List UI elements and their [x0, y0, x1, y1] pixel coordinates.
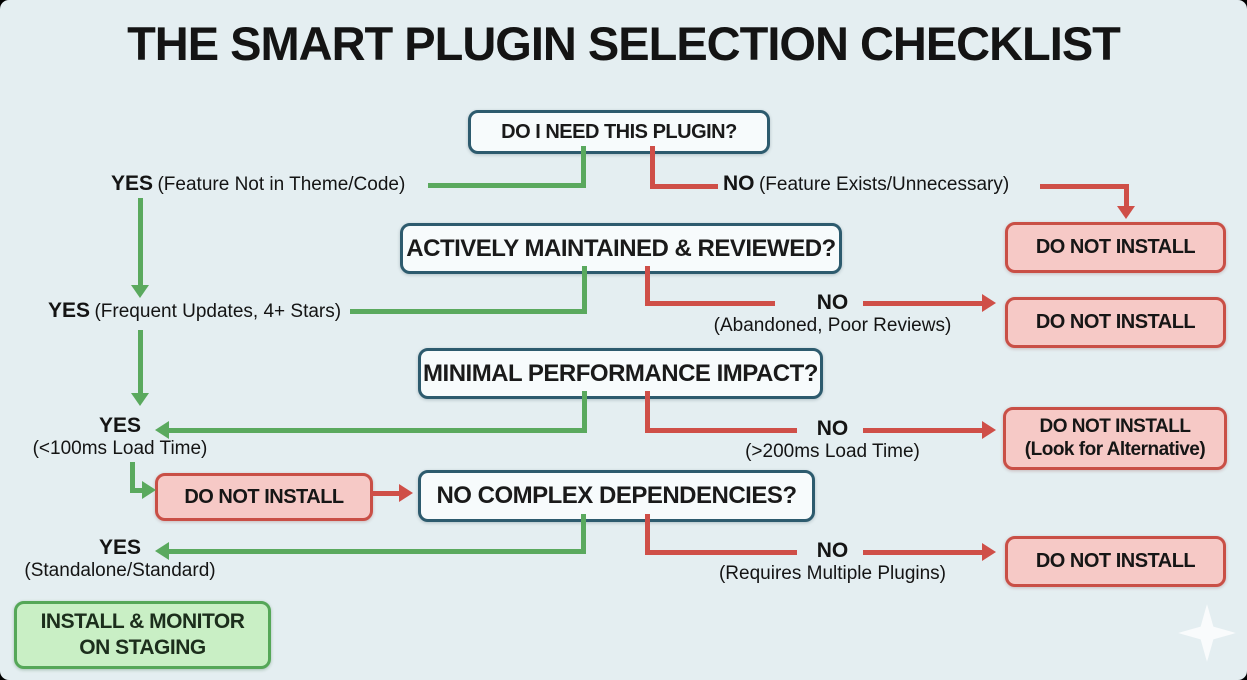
yes-label-row2: YES (Frequent Updates, 4+ Stars)	[48, 299, 342, 322]
no-connector-q1-drop	[650, 146, 655, 189]
no-connector-row3-arrowline	[863, 428, 983, 433]
question-label: ACTIVELY MAINTAINED & REVIEWED?	[406, 234, 836, 262]
install-label-line1: INSTALL & MONITOR	[40, 609, 245, 633]
stop-label: DO NOT INSTALL	[1035, 236, 1196, 258]
install-monitor-box: INSTALL & MONITOR ON STAGING	[14, 601, 271, 669]
no-connector-row2-arrowline	[863, 301, 983, 306]
yes-connector-q3-drop	[582, 391, 587, 433]
sparkle-icon	[1178, 604, 1236, 662]
arrowhead-left-yes-row3	[155, 421, 169, 439]
flowchart-title: THE SMART PLUGIN SELECTION CHECKLIST	[127, 17, 1121, 70]
question-box-maintained: ACTIVELY MAINTAINED & REVIEWED?	[400, 223, 842, 274]
arrowhead-right-stop-row4	[982, 543, 996, 561]
yes-connector-row3-vertical	[130, 462, 135, 493]
question-label: MINIMAL PERFORMANCE IMPACT?	[423, 359, 818, 387]
no-connector-q4-stub	[645, 550, 797, 555]
yes-connector-row2-vertical	[138, 330, 143, 394]
yes-connector-q4-drop	[581, 514, 586, 554]
no-label-row1: NO (Feature Exists/Unnecessary)	[723, 172, 1010, 195]
yes-connector-q2-drop	[582, 266, 587, 314]
stop-box-row2: DO NOT INSTALL	[1005, 297, 1226, 348]
question-box-performance: MINIMAL PERFORMANCE IMPACT?	[418, 348, 823, 399]
stop-box-row1: DO NOT INSTALL	[1005, 222, 1226, 273]
yes-label-row1: YES (Feature Not in Theme/Code)	[111, 172, 406, 195]
yes-connector-q1-drop	[581, 146, 586, 188]
question-label: NO COMPLEX DEPENDENCIES?	[436, 482, 797, 509]
stop-sublabel: (Look for Alternative)	[1024, 438, 1206, 460]
stop-box-row4-left: DO NOT INSTALL	[155, 473, 373, 521]
arrowhead-right-stop-row3	[982, 421, 996, 439]
question-box-dependencies: NO COMPLEX DEPENDENCIES?	[418, 470, 815, 522]
install-label-line2: ON STAGING	[79, 636, 206, 659]
yes-connector-q1-horizontal	[428, 183, 586, 188]
question-label: DO I NEED THIS PLUGIN?	[501, 120, 737, 143]
question-box-need-plugin: DO I NEED THIS PLUGIN?	[468, 110, 770, 154]
no-connector-row4-arrowline	[863, 550, 983, 555]
arrowhead-left-yes-row4	[155, 542, 169, 560]
arrowhead-right-into-stop-row4	[142, 481, 156, 499]
arrowhead-right-stop-row2	[982, 294, 996, 312]
no-connector-row1-vertical	[1124, 184, 1129, 207]
stop-label: DO NOT INSTALL	[1035, 311, 1196, 333]
stop-box-row3: DO NOT INSTALL (Look for Alternative)	[1003, 407, 1227, 470]
yes-connector-row3-elbow	[130, 488, 144, 493]
arrowhead-down-yes-row2	[131, 285, 149, 298]
no-label-row4: NO (Requires Multiple Plugins)	[718, 539, 947, 584]
stop-label: DO NOT INSTALL	[1039, 415, 1191, 437]
no-connector-q4-drop	[645, 514, 650, 555]
stop-label: DO NOT INSTALL	[1035, 550, 1196, 572]
no-connector-q2-drop	[645, 266, 650, 306]
arrowhead-right-into-q4	[399, 484, 413, 502]
yes-label-row4: YES (Standalone/Standard)	[24, 536, 216, 581]
no-connector-q2-stub	[645, 301, 775, 306]
no-connector-stop-to-q4	[371, 491, 401, 496]
yes-connector-row1-vertical	[138, 198, 143, 286]
no-connector-row1-horizontal	[1040, 184, 1129, 189]
yes-label-row3: YES (<100ms Load Time)	[32, 414, 208, 459]
no-connector-q1-stub	[650, 184, 718, 189]
arrowhead-down-yes-row3	[131, 393, 149, 406]
no-label-row3: NO (>200ms Load Time)	[745, 417, 920, 462]
stop-label: DO NOT INSTALL	[184, 485, 344, 508]
yes-connector-q4-horizontal	[167, 549, 586, 554]
no-label-row2: NO (Abandoned, Poor Reviews)	[713, 291, 952, 336]
arrowhead-down-stop-row1	[1117, 206, 1135, 219]
yes-connector-q3-horizontal	[167, 428, 587, 433]
stop-box-row4-right: DO NOT INSTALL	[1005, 536, 1226, 587]
no-connector-q3-stub	[645, 428, 797, 433]
no-connector-q3-drop	[645, 391, 650, 433]
yes-connector-q2-horizontal	[350, 309, 587, 314]
